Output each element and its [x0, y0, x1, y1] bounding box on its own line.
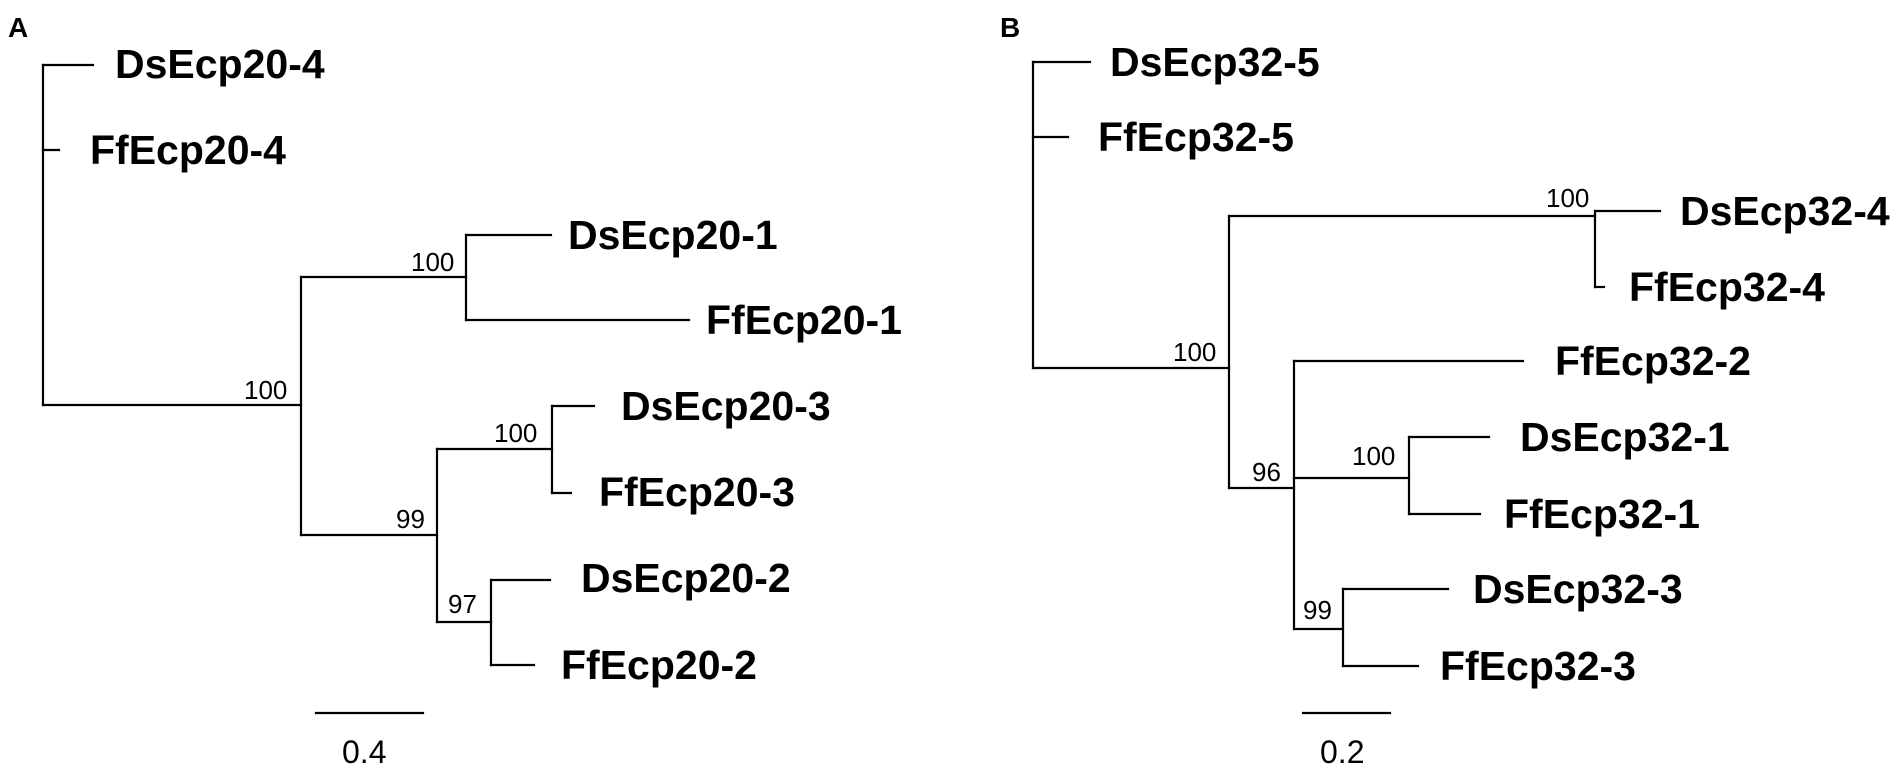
leaf-label: FfEcp32-5: [1098, 114, 1294, 160]
support-value: 100: [244, 375, 287, 405]
leaf-label: DsEcp32-5: [1110, 39, 1320, 85]
leaf-label: DsEcp20-1: [568, 212, 778, 258]
scale-bar-label: 0.4: [342, 734, 386, 770]
panel-a-support-values: 100 100 99 100 97: [244, 247, 537, 619]
panel-b-scale-bar: 0.2: [1301, 711, 1392, 770]
leaf-label: DsEcp32-3: [1473, 566, 1683, 612]
panel-a: A DsEcp20-4 FfEcp20-4: [8, 12, 902, 770]
leaf-label: DsEcp32-4: [1680, 188, 1890, 234]
panel-a-scale-bar: 0.4: [314, 711, 425, 770]
leaf-label: DsEcp32-1: [1520, 414, 1730, 460]
support-value: 99: [1303, 595, 1332, 625]
leaf-label: DsEcp20-3: [621, 383, 831, 429]
leaf-label: FfEcp20-4: [90, 127, 286, 173]
support-value: 97: [448, 589, 477, 619]
leaf-label: FfEcp20-2: [561, 642, 757, 688]
leaf-label: FfEcp32-4: [1629, 264, 1825, 310]
panel-a-branches: [41, 63, 691, 667]
panel-a-letter: A: [8, 12, 28, 43]
panel-b-leaf-labels: DsEcp32-5 FfEcp32-5 DsEcp32-4 FfEcp32-4 …: [1098, 39, 1890, 689]
leaf-label: DsEcp20-4: [115, 41, 325, 87]
support-value: 100: [411, 247, 454, 277]
panel-b-support-values: 100 100 96 100 99: [1173, 183, 1589, 625]
support-value: 96: [1252, 457, 1281, 487]
scale-bar-label: 0.2: [1320, 734, 1364, 770]
support-value: 100: [1173, 337, 1216, 367]
leaf-label: FfEcp32-3: [1440, 643, 1636, 689]
leaf-label: DsEcp20-2: [581, 555, 791, 601]
support-value: 100: [1546, 183, 1589, 213]
support-value: 99: [396, 504, 425, 534]
support-value: 100: [1352, 441, 1395, 471]
panel-a-leaf-labels: DsEcp20-4 FfEcp20-4 DsEcp20-1 FfEcp20-1 …: [90, 41, 902, 688]
panel-b-letter: B: [1000, 12, 1020, 43]
panel-b: B DsEcp32-5: [1000, 12, 1890, 770]
leaf-label: FfEcp32-2: [1555, 338, 1751, 384]
leaf-label: FfEcp20-3: [599, 469, 795, 515]
leaf-label: FfEcp20-1: [706, 297, 902, 343]
panel-b-branches: [1031, 60, 1662, 668]
support-value: 100: [494, 418, 537, 448]
leaf-label: FfEcp32-1: [1504, 491, 1700, 537]
